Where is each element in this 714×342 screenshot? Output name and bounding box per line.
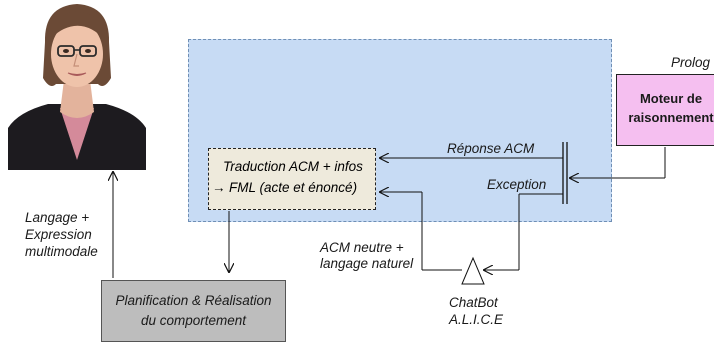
traduction-box: Traduction ACM + infos → FML (acte et én… bbox=[208, 148, 376, 210]
langage-label-line2: Expression bbox=[25, 227, 92, 242]
chatbot-line2: A.L.I.C.E bbox=[449, 312, 504, 327]
moteur-line2: raisonnement bbox=[628, 110, 714, 125]
traduction-line2: FML (acte et énoncé) bbox=[229, 180, 358, 195]
reponse-acm-label: Réponse ACM bbox=[447, 141, 535, 156]
acm-neutre-line1: ACM neutre + bbox=[320, 240, 404, 255]
chatbot-triangle bbox=[461, 256, 485, 285]
moteur-line1: Moteur de bbox=[639, 91, 703, 106]
inner-arrow-icon: → bbox=[212, 180, 226, 195]
exception-label: Exception bbox=[487, 177, 547, 192]
planif-box: Planification & Réalisation du comportem… bbox=[101, 280, 286, 342]
chatbot-line1: ChatBot bbox=[449, 295, 498, 310]
avatar-portrait bbox=[8, 0, 146, 170]
planif-line2: du comportement bbox=[140, 313, 247, 328]
acm-neutre-line2: langage naturel bbox=[320, 256, 414, 271]
langage-label-line3: multimodale bbox=[25, 244, 98, 259]
prolog-label: Prolog bbox=[671, 55, 711, 70]
traduction-line1: Traduction ACM + infos bbox=[223, 159, 363, 174]
planif-line1: Planification & Réalisation bbox=[115, 293, 272, 308]
langage-label-line1: Langage + bbox=[25, 210, 90, 225]
moteur-box: Moteur de raisonnement bbox=[616, 74, 714, 146]
